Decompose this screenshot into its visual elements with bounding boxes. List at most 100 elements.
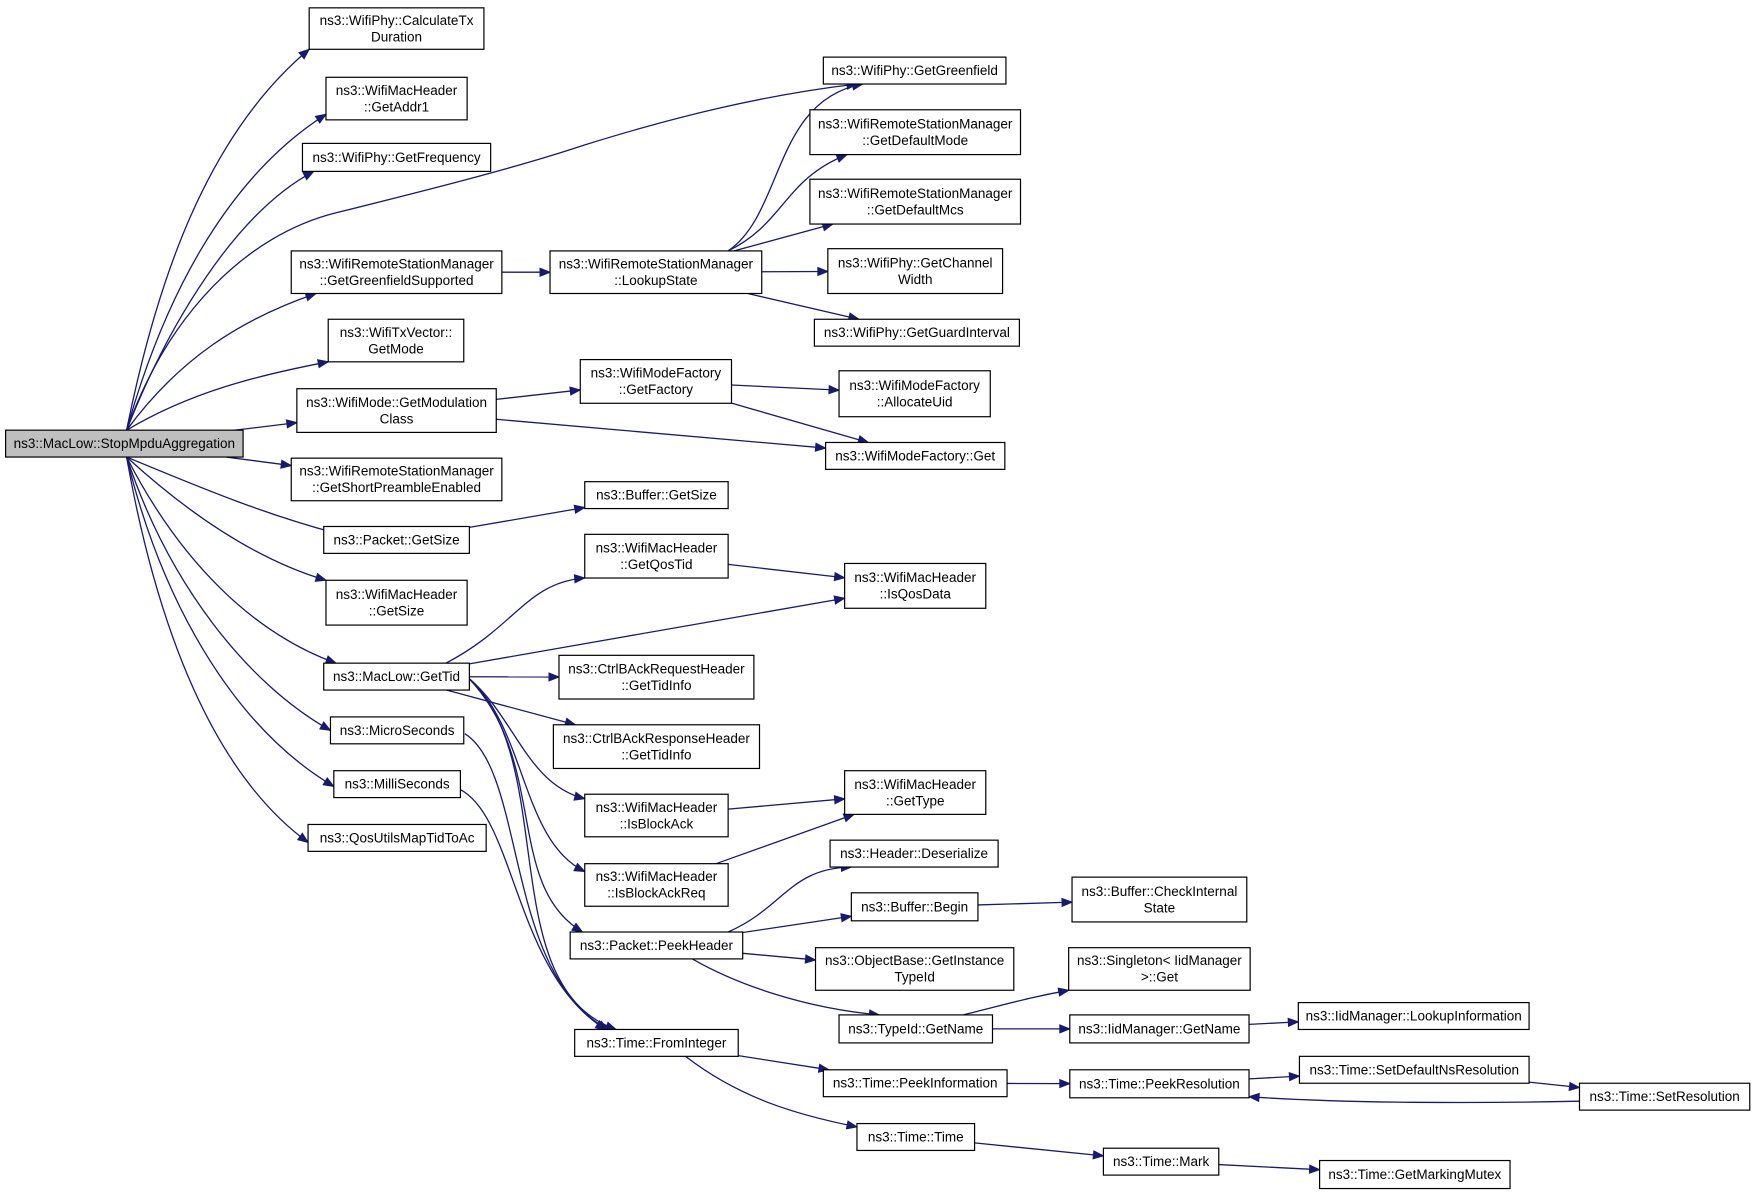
node-setres[interactable]: ns3::Time::SetResolution (1578, 1082, 1751, 1111)
node-label: ns3::WifiMode::GetModulation (306, 395, 487, 410)
node-box (829, 839, 999, 868)
node-milli[interactable]: ns3::MilliSeconds (333, 770, 462, 799)
node-label: ns3::MilliSeconds (345, 777, 450, 792)
node-getfactory[interactable]: ns3::WifiModeFactory::GetFactory (579, 358, 733, 404)
node-barsp[interactable]: ns3::CtrlBAckResponseHeader::GetTidInfo (552, 724, 761, 770)
node-label: ::GetTidInfo (621, 678, 691, 693)
node-wmfget[interactable]: ns3::WifiModeFactory::Get (824, 441, 1006, 470)
node-label: ns3::WifiModeFactory (591, 366, 722, 381)
edge-stopmpdu-to-getmode (126, 359, 330, 431)
node-label: ns3::Time::SetResolution (1589, 1089, 1739, 1104)
node-micro[interactable]: ns3::MicroSeconds (329, 716, 465, 745)
node-box (1071, 876, 1248, 923)
node-label: ns3::Singleton< IidManager (1077, 953, 1242, 968)
edge-lookup-to-chwidth (761, 266, 830, 277)
edge-typename-to-iidname (992, 1024, 1072, 1034)
arrow-head (1059, 1024, 1072, 1034)
edge-fromint-to-peekinfo (738, 1055, 831, 1073)
node-box (824, 441, 1006, 470)
edge-line (226, 456, 292, 467)
node-label: ::GetDefaultMcs (867, 202, 964, 217)
node-qosmap[interactable]: ns3::QosUtilsMapTidToAc (307, 823, 487, 852)
node-box (584, 533, 729, 579)
node-label: ns3::Time::SetDefaultNsResolution (1309, 1062, 1519, 1077)
node-label: ::GetShortPreambleEnabled (312, 480, 481, 495)
node-getspe[interactable]: ns3::WifiRemoteStationManager::GetShortP… (290, 457, 503, 502)
edge-stopmpdu-to-getfreq (125, 170, 315, 431)
edge-line (727, 866, 852, 933)
node-isback[interactable]: ns3::WifiMacHeader::IsBlockAck (584, 793, 729, 838)
edge-line (715, 813, 855, 865)
node-label: ns3::Time::GetMarkingMutex (1328, 1167, 1501, 1182)
node-box (325, 579, 468, 626)
node-getmode[interactable]: ns3::WifiTxVector::GetMode (327, 318, 465, 363)
node-label: ns3::WifiPhy::GetGuardInterval (824, 325, 1010, 340)
node-box (569, 931, 744, 960)
arrow-head (571, 922, 584, 933)
node-peekinfo[interactable]: ns3::Time::PeekInformation (822, 1069, 1008, 1098)
edge-stopmpdu-to-calctx (125, 48, 311, 431)
arrow-head (835, 154, 849, 163)
node-iidname[interactable]: ns3::IidManager::GetName (1069, 1014, 1250, 1044)
node-timetime[interactable]: ns3::Time::Time (856, 1122, 976, 1152)
edge-line (125, 113, 327, 431)
edge-peekinfo-to-peekres (1007, 1078, 1072, 1089)
node-lookupinfo[interactable]: ns3::IidManager::LookupInformation (1297, 1001, 1530, 1031)
node-fromint[interactable]: ns3::Time::FromInteger (574, 1028, 739, 1057)
node-peekres[interactable]: ns3::Time::PeekResolution (1069, 1069, 1250, 1099)
node-box (584, 863, 729, 907)
node-isqosdata[interactable]: ns3::WifiMacHeader::IsQosData (844, 562, 987, 609)
node-defmode[interactable]: ns3::WifiRemoteStationManager::GetDefaul… (809, 109, 1022, 156)
node-deser[interactable]: ns3::Header::Deserialize (829, 839, 999, 868)
node-lookup[interactable]: ns3::WifiRemoteStationManager::LookupSta… (549, 250, 763, 295)
node-bufsize[interactable]: ns3::Buffer::GetSize (584, 481, 729, 510)
node-barreq[interactable]: ns3::CtrlBAckRequestHeader::GetTidInfo (558, 654, 755, 700)
node-label: ns3::WifiMacHeader (596, 869, 718, 884)
node-getaddr1[interactable]: ns3::WifiMacHeader::GetAddr1 (325, 76, 468, 121)
edge-getqostid-to-isqosdata (728, 563, 846, 582)
node-gettype[interactable]: ns3::WifiMacHeader::GetType (844, 770, 987, 815)
edge-stopmpdu-to-getmodcls (234, 419, 299, 431)
node-getgfsup[interactable]: ns3::WifiRemoteStationManager::GetGreenf… (290, 250, 503, 295)
node-bufbegin[interactable]: ns3::Buffer::Begin (850, 892, 979, 922)
node-hdrsize[interactable]: ns3::WifiMacHeader::GetSize (325, 579, 468, 626)
node-setdefns[interactable]: ns3::Time::SetDefaultNsResolution (1298, 1055, 1530, 1084)
node-pktsize[interactable]: ns3::Packet::GetSize (323, 525, 470, 554)
node-label: ns3::Buffer::CheckInternal (1081, 884, 1237, 899)
arrow-head (319, 721, 332, 732)
node-typename[interactable]: ns3::TypeId::GetName (838, 1014, 994, 1044)
node-isbackreq[interactable]: ns3::WifiMacHeader::IsBlockAckReq (584, 863, 729, 907)
node-singleton[interactable]: ns3::Singleton< IidManager>::Get (1068, 947, 1251, 991)
edge-fromint-to-timetime (685, 1055, 859, 1130)
node-guardint[interactable]: ns3::WifiPhy::GetGuardInterval (813, 318, 1020, 347)
edge-peekhdr-to-deser (727, 862, 853, 933)
function-nodes: ns3::MacLow::StopMpduAggregationns3::Wif… (5, 7, 1751, 1190)
edge-lookup-to-getgf (727, 81, 864, 252)
node-defmcs[interactable]: ns3::WifiRemoteStationManager::GetDefaul… (809, 178, 1022, 225)
node-box (856, 1122, 976, 1152)
node-getmutex[interactable]: ns3::Time::GetMarkingMutex (1319, 1159, 1511, 1190)
node-box (301, 142, 492, 172)
node-allocuid[interactable]: ns3::WifiModeFactory::AllocateUid (838, 370, 991, 418)
node-box (809, 178, 1022, 225)
node-mark[interactable]: ns3::Time::Mark (1102, 1147, 1220, 1176)
arrow-head (1092, 1150, 1105, 1160)
arrow-head (804, 954, 817, 964)
node-gettid[interactable]: ns3::MacLow::GetTid (323, 662, 470, 691)
node-getqostid[interactable]: ns3::WifiMacHeader::GetQosTid (584, 533, 729, 579)
edge-line (727, 153, 848, 252)
node-getgf[interactable]: ns3::WifiPhy::GetGreenfield (822, 56, 1007, 85)
node-label: ::GetGreenfieldSupported (320, 273, 474, 288)
node-label: ns3::Time::Time (868, 1130, 964, 1145)
node-peekhdr[interactable]: ns3::Packet::PeekHeader (569, 931, 744, 960)
arrow-head (285, 419, 299, 429)
node-stopmpdu[interactable]: ns3::MacLow::StopMpduAggregation (5, 429, 244, 458)
node-label: ::GetType (886, 793, 945, 808)
arrow-head (833, 571, 846, 582)
node-getfreq[interactable]: ns3::WifiPhy::GetFrequency (301, 142, 492, 172)
